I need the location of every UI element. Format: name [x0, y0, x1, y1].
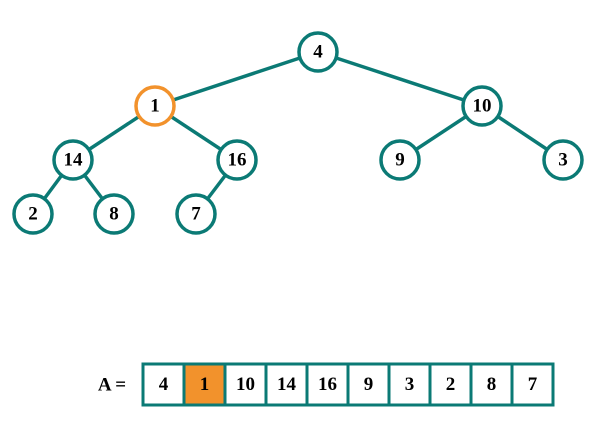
- tree-node-label: 14: [64, 149, 84, 170]
- tree-node: 3: [542, 139, 584, 181]
- array-cell: 8: [469, 362, 514, 407]
- array-cell-label: 4: [159, 374, 169, 395]
- array-cell: 9: [346, 362, 391, 407]
- tree-node: 10: [461, 85, 503, 127]
- tree-nodes: 4 1 10 14 16 9 3 2 8 7: [12, 31, 584, 235]
- array-cell-box: [469, 362, 514, 407]
- tree-node-label: 7: [191, 203, 201, 224]
- array-cell: 10: [223, 362, 268, 407]
- tree-node: 8: [93, 193, 135, 235]
- tree-node-circle: [216, 139, 258, 181]
- array-cell: 16: [305, 362, 350, 407]
- tree-node-circle: [175, 193, 217, 235]
- tree-node-label: 8: [109, 203, 119, 224]
- array-cell-box: [428, 362, 473, 407]
- tree-node-circle-highlighted: [134, 85, 176, 127]
- array-cell: 3: [387, 362, 432, 407]
- array-cell-box: [305, 362, 350, 407]
- tree-node-circle: [12, 193, 54, 235]
- tree-edge: [317, 50, 483, 108]
- tree-edge: [154, 50, 319, 108]
- tree-node-label: 16: [228, 149, 247, 170]
- array-cell-label: 7: [528, 374, 538, 395]
- tree-node: 4: [297, 31, 339, 73]
- tree-node: 2: [12, 193, 54, 235]
- tree-node-label: 9: [395, 149, 405, 170]
- tree-node-circle: [52, 139, 94, 181]
- tree-node-label: 2: [28, 203, 38, 224]
- tree-edges: [31, 50, 564, 216]
- tree-node-circle: [461, 85, 503, 127]
- array-cell-label: 16: [318, 374, 337, 395]
- array-cell-label: 10: [236, 374, 255, 395]
- array-cell-label: 1: [200, 374, 210, 395]
- tree-node: 16: [216, 139, 258, 181]
- array-cell: 2: [428, 362, 473, 407]
- array-cell-box: [141, 362, 186, 407]
- tree-node-circle: [297, 31, 339, 73]
- tree-node-label: 3: [558, 149, 568, 170]
- tree-node-circle: [93, 193, 135, 235]
- tree-node: 9: [379, 139, 421, 181]
- array-cell-label: 14: [277, 374, 297, 395]
- array-cell-label: 2: [446, 374, 456, 395]
- array-cell: 1: [182, 362, 227, 407]
- tree-node-circle: [542, 139, 584, 181]
- array-cell: 7: [510, 362, 555, 407]
- array-cell-label: 9: [364, 374, 374, 395]
- array-cell: 14: [264, 362, 309, 407]
- tree-node: 1: [134, 85, 176, 127]
- tree-node-label: 1: [150, 95, 160, 116]
- array-A: A = 4 1 10 14 16 9 3 2 8 7: [98, 362, 555, 407]
- array-cell: 4: [141, 362, 186, 407]
- array-cell-box: [223, 362, 268, 407]
- array-cell-box: [346, 362, 391, 407]
- array-label: A =: [98, 374, 126, 395]
- array-cell-label: 8: [487, 374, 497, 395]
- tree-node-label: 4: [313, 41, 323, 62]
- array-cells: 4 1 10 14 16 9 3 2 8 7: [141, 362, 555, 407]
- array-cell-box: [510, 362, 555, 407]
- tree-node-circle: [379, 139, 421, 181]
- tree-node-label: 10: [473, 95, 492, 116]
- array-cell-label: 3: [405, 374, 415, 395]
- tree-node: 7: [175, 193, 217, 235]
- tree-node: 14: [52, 139, 94, 181]
- array-cell-box: [387, 362, 432, 407]
